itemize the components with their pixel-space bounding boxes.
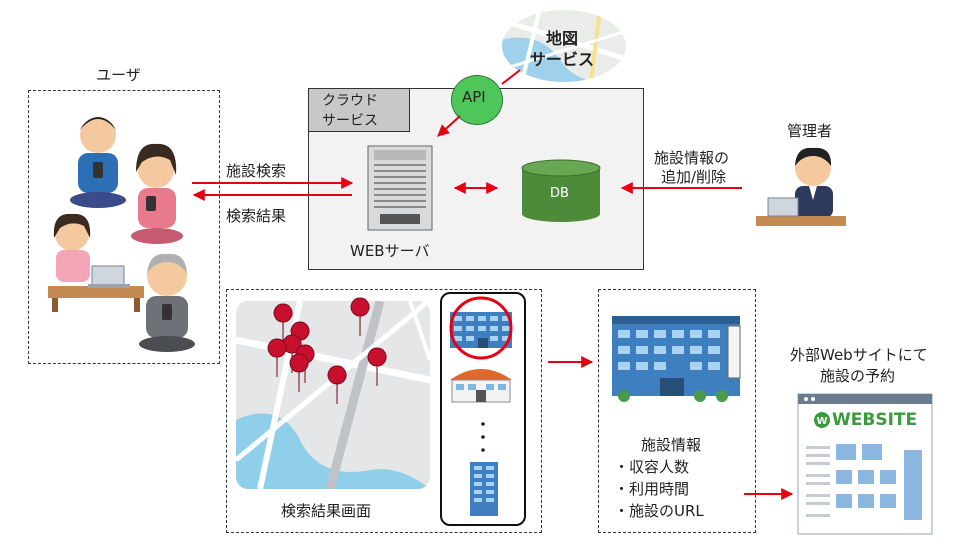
facility-info-item-url: ・施設のURL: [614, 502, 704, 520]
cloud-label-box: [308, 88, 410, 132]
facility-info-item-capacity: ・収容人数: [614, 458, 690, 476]
admin-label: 管理者: [787, 122, 833, 140]
api-label: API: [462, 88, 486, 106]
facility-list-frame: [440, 292, 526, 526]
db-label: DB: [550, 186, 569, 201]
results-screen-group: [226, 289, 542, 533]
users-label: ユーザ: [96, 66, 141, 84]
user-elder-phone: [139, 253, 195, 352]
user-girl-laptop: [48, 213, 144, 312]
arrow-api-server: [437, 115, 461, 137]
users-group: [28, 90, 220, 364]
svg-text:W: W: [816, 416, 827, 427]
facility-info-item-hours: ・利用時間: [614, 480, 690, 498]
admin-action-line2: 追加/削除: [661, 168, 727, 186]
external-line2: 施設の予約: [820, 367, 896, 385]
selected-highlight-circle: [449, 296, 513, 360]
user-man-phone: [70, 117, 126, 208]
cloud-label-line2: サービス: [322, 113, 378, 129]
external-line1: 外部Webサイトにて: [790, 346, 928, 364]
facility-info-title: 施設情報: [641, 436, 702, 454]
map-service-line2: サービス: [530, 50, 595, 69]
facility-info-group: [598, 289, 756, 533]
search-result-label: 検索結果: [226, 207, 287, 225]
server-label: WEBサーバ: [350, 242, 430, 260]
website-logo-text: WEBSITE: [832, 410, 918, 430]
cloud-label-line1: クラウド: [322, 93, 378, 109]
arrow-map-api: [501, 69, 521, 85]
map-service-line1: 地図: [546, 29, 579, 48]
user-woman-phone: [131, 143, 183, 244]
admin-action-line1: 施設情報の: [654, 149, 730, 167]
search-request-label: 施設検索: [226, 162, 287, 180]
results-screen-label: 検索結果画面: [281, 502, 372, 520]
